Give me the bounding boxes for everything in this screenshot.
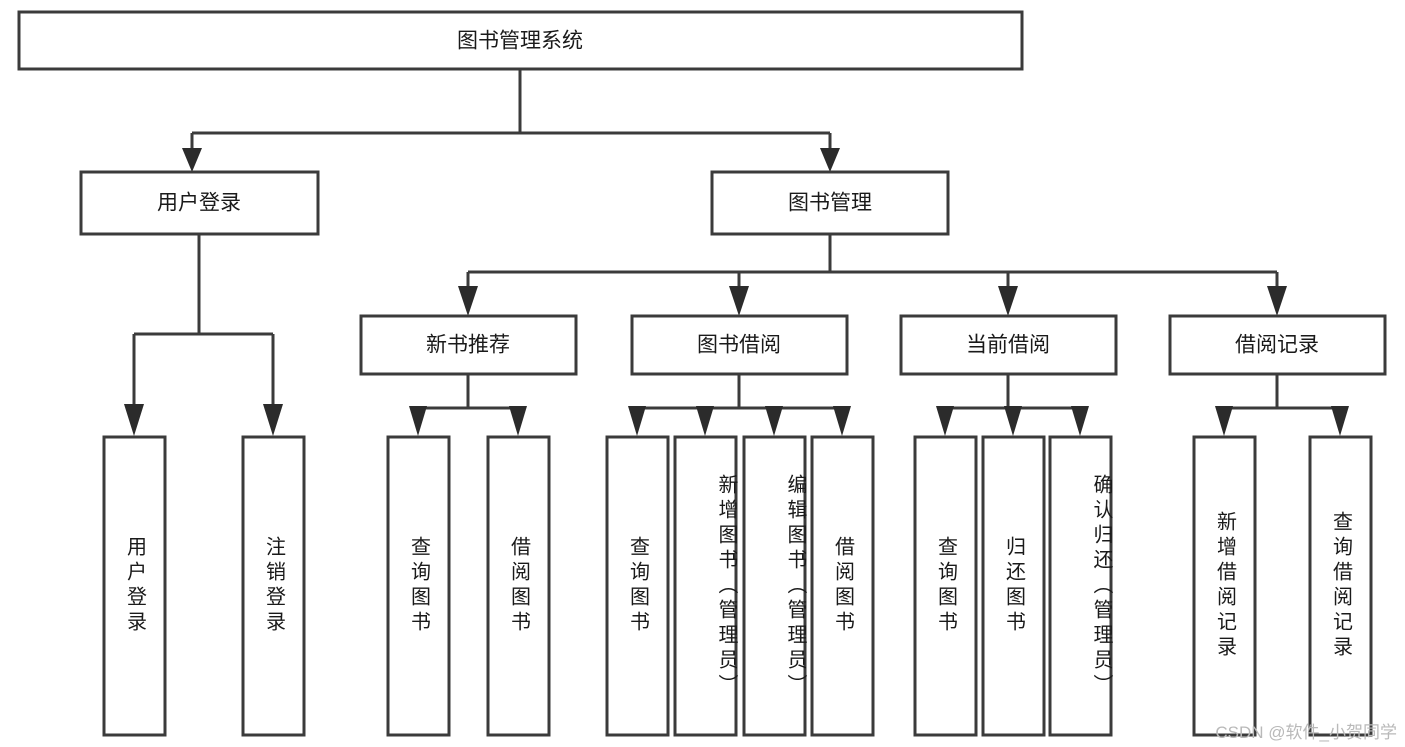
- node-box-leaf-borrow-1[interactable]: [605, 435, 670, 737]
- node-box-leaf-borrow-4[interactable]: [810, 435, 875, 737]
- node-box-root[interactable]: [17, 10, 1024, 71]
- node-box-leaf-current-1[interactable]: [913, 435, 978, 737]
- node-label-user-login: 用户登录: [157, 192, 241, 215]
- node-box-leaf-user-login-2[interactable]: [241, 435, 306, 737]
- node-box-leaf-borrow-2[interactable]: [673, 435, 738, 737]
- node-label-book-borrow: 图书借阅: [697, 334, 781, 357]
- arrowhead-record-leaf-1: [1215, 406, 1233, 436]
- arrowhead-record: [1267, 286, 1287, 316]
- node-box-current-borrow[interactable]: [899, 314, 1118, 376]
- node-box-borrow-record[interactable]: [1168, 314, 1387, 376]
- arrowhead-userlogin-leaf-2: [263, 404, 283, 436]
- arrowhead-user-login: [182, 148, 202, 172]
- node-label-book-manage: 图书管理: [788, 192, 872, 215]
- node-box-leaf-record-1[interactable]: [1192, 435, 1257, 737]
- node-box-leaf-borrow-3[interactable]: [742, 435, 807, 737]
- watermark-text: CSDN @软件_小贺同学: [1215, 723, 1397, 742]
- node-box-leaf-record-2[interactable]: [1308, 435, 1373, 737]
- arrowhead-newbook: [458, 286, 478, 316]
- arrowhead-borrow-leaf-2: [696, 406, 714, 436]
- arrowhead-newbook-leaf-1: [409, 406, 427, 436]
- arrowhead-newbook-leaf-2: [509, 406, 527, 436]
- arrowhead-borrow-leaf-3: [765, 406, 783, 436]
- arrowhead-userlogin-leaf-1: [124, 404, 144, 436]
- node-label-current-borrow: 当前借阅: [966, 334, 1050, 357]
- arrowhead-current-leaf-2: [1004, 406, 1022, 436]
- node-box-book-borrow[interactable]: [630, 314, 849, 376]
- node-box-leaf-newbook-2[interactable]: [486, 435, 551, 737]
- node-box-layer: 图书管理系统 用户登录 图书管理 新书推荐 图书借阅 当前借阅 借阅记录: [17, 10, 1387, 737]
- arrowhead-current-leaf-3: [1071, 406, 1089, 436]
- arrowhead-record-leaf-2: [1331, 406, 1349, 436]
- arrowhead-layer: [124, 148, 1349, 436]
- arrowhead-borrow: [729, 286, 749, 316]
- node-box-new-book-recommend[interactable]: [359, 314, 578, 376]
- arrowhead-current: [998, 286, 1018, 316]
- arrowhead-current-leaf-1: [936, 406, 954, 436]
- node-label-borrow-record: 借阅记录: [1235, 334, 1319, 357]
- node-label-new-book-recommend: 新书推荐: [426, 334, 510, 357]
- arrowhead-book-manage: [820, 148, 840, 172]
- node-box-leaf-current-2[interactable]: [981, 435, 1046, 737]
- arrowhead-borrow-leaf-4: [833, 406, 851, 436]
- node-label-root: 图书管理系统: [457, 30, 583, 53]
- node-box-user-login[interactable]: [79, 170, 320, 236]
- node-box-leaf-user-login-1[interactable]: [102, 435, 167, 737]
- node-box-book-manage[interactable]: [710, 170, 950, 236]
- node-box-leaf-current-3[interactable]: [1048, 435, 1113, 737]
- node-box-leaf-newbook-1[interactable]: [386, 435, 451, 737]
- arrowhead-borrow-leaf-1: [628, 406, 646, 436]
